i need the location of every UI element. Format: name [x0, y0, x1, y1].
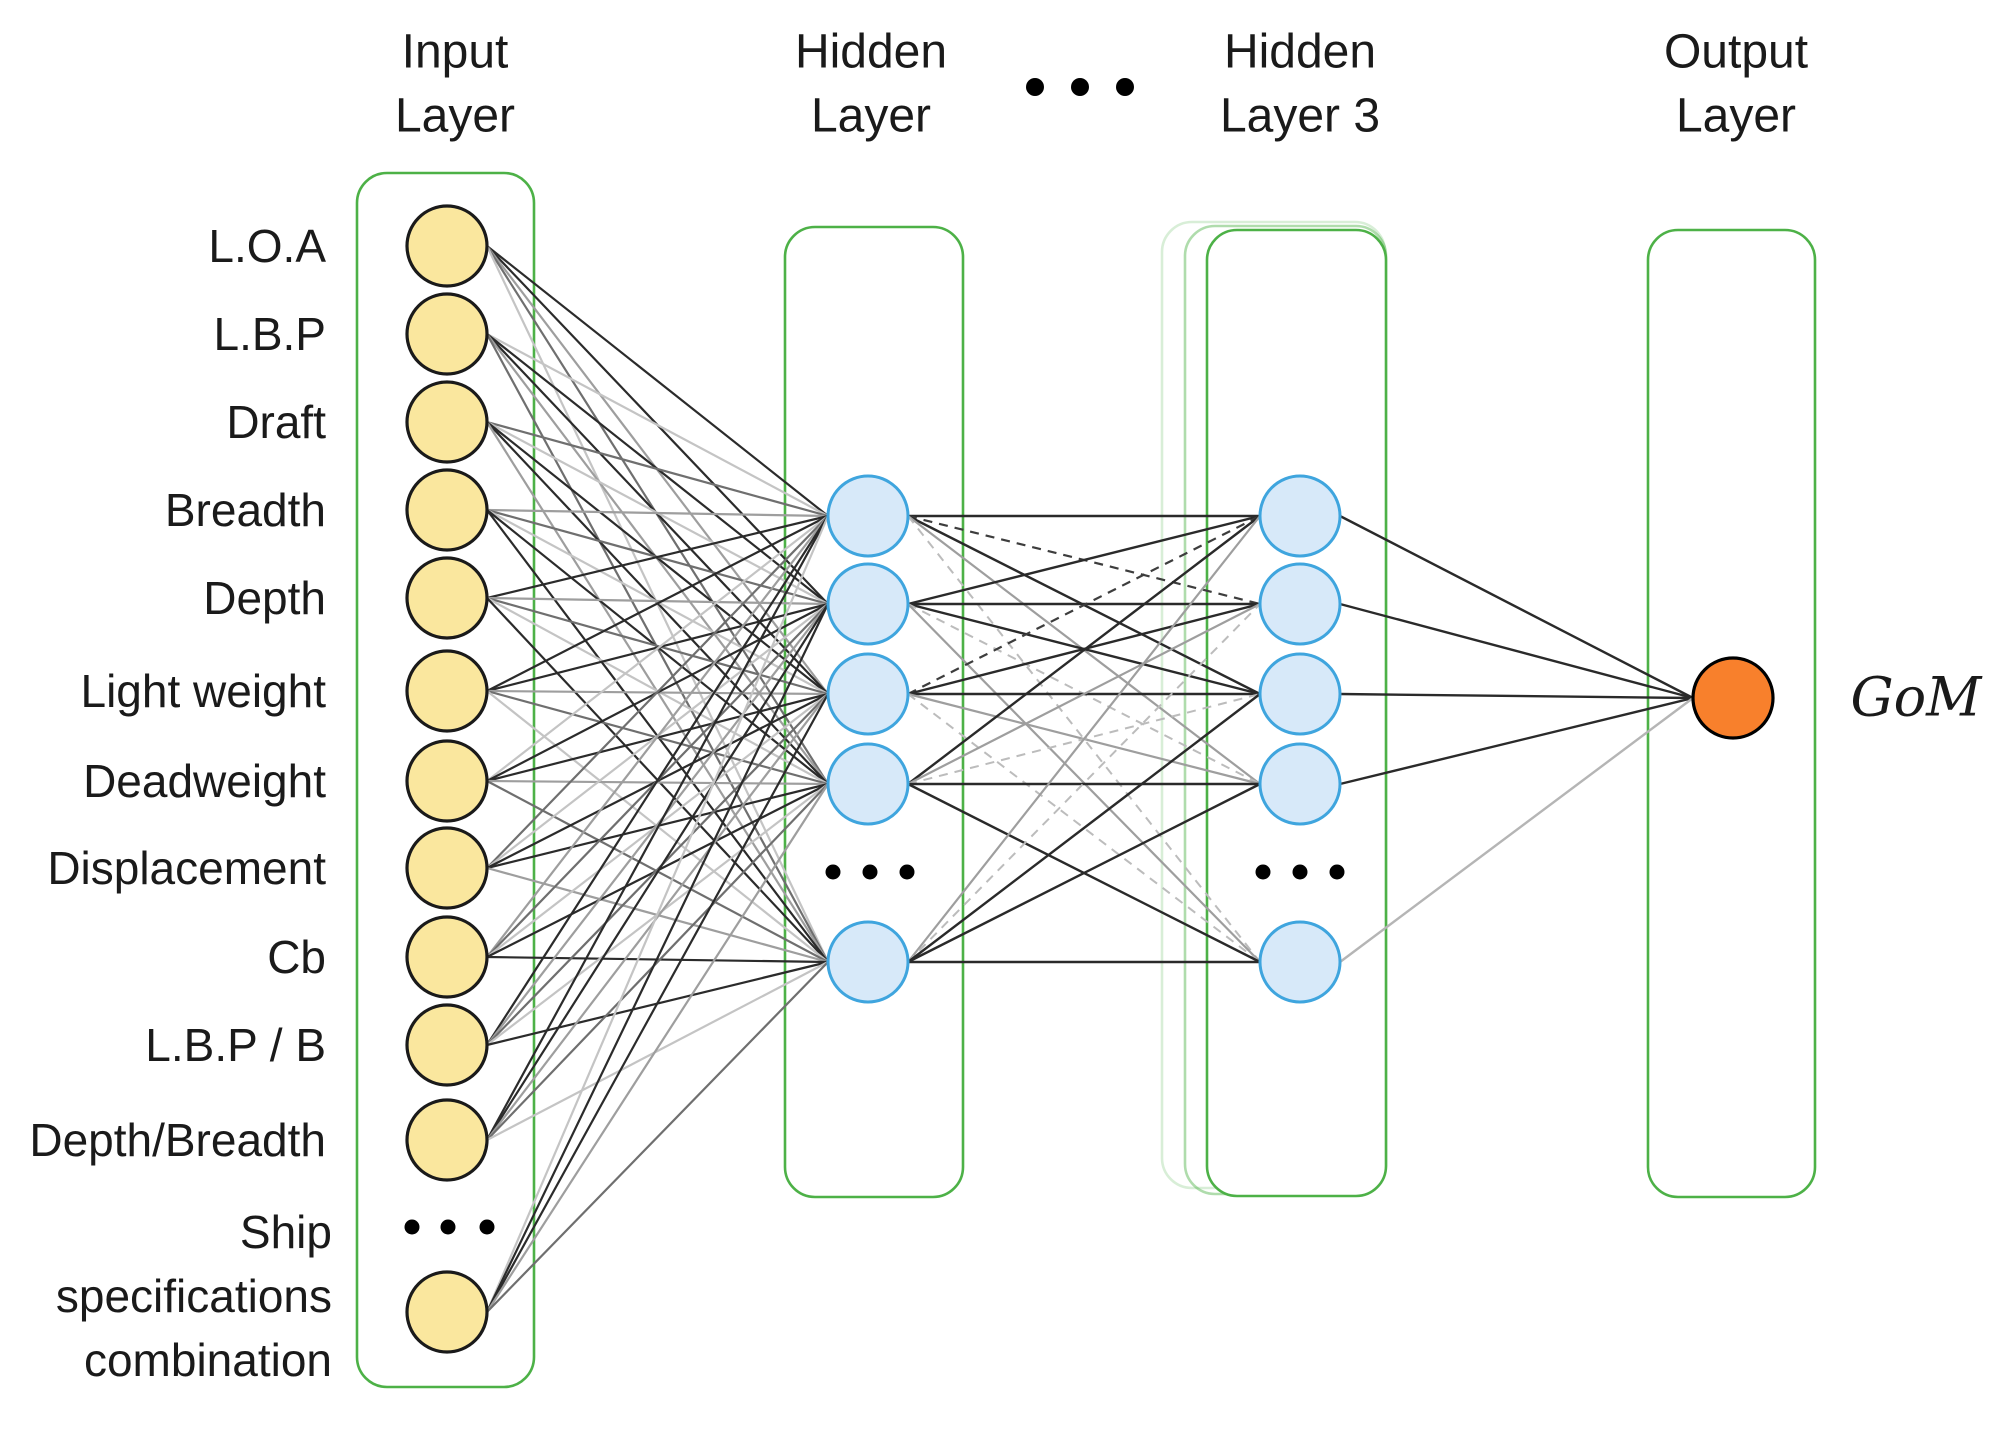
input-node: [405, 915, 489, 999]
input-to-hidden-line: [486, 603, 829, 1313]
layer-title-output: Output: [1664, 26, 1808, 79]
hidden1-ellipsis-dot: [862, 864, 878, 880]
hidden3-node: [1258, 562, 1342, 646]
hidden3-node: [1258, 474, 1342, 558]
input-node: [405, 739, 489, 823]
input-to-hidden-line: [486, 961, 829, 1141]
input-node: [405, 649, 489, 733]
input-to-hidden-line: [486, 245, 829, 517]
input-label: Deadweight: [83, 755, 326, 807]
hidden3-node: [1258, 920, 1342, 1004]
hidden1-node: [826, 652, 910, 736]
input-label: Cb: [267, 931, 326, 983]
hidden-layers-ellipsis-dot: [1026, 78, 1044, 96]
hidden-to-output-line: [1339, 692, 1694, 700]
input-ellipsis-dot: [479, 1219, 495, 1235]
input-node: [405, 292, 489, 376]
input-node: [405, 204, 489, 288]
input-label: L.B.P: [213, 308, 326, 360]
input-to-hidden-line: [486, 515, 829, 692]
input-to-hidden-line: [486, 515, 829, 869]
input-label: L.O.A: [208, 220, 326, 272]
hidden-to-hidden-line: [907, 603, 1261, 963]
hidden3-node: [1258, 652, 1342, 736]
input-node: [405, 1270, 489, 1354]
hidden1-node: [826, 562, 910, 646]
input-node: [405, 380, 489, 464]
hidden3-ellipsis-dot: [1329, 864, 1345, 880]
output-label-gom: GoM: [1851, 666, 1984, 729]
input-label: L.B.P / B: [145, 1019, 326, 1071]
input-label: Depth: [203, 572, 326, 624]
input-to-hidden-line: [486, 693, 829, 1046]
input-to-hidden-line: [486, 783, 829, 1313]
layer-title-hidden1: Hidden: [795, 26, 947, 79]
hidden1-ellipsis-dot: [825, 864, 841, 880]
input-node: [405, 1003, 489, 1087]
input-label-ship-specs-line: specifications: [56, 1270, 332, 1322]
hidden1-node: [826, 474, 910, 558]
hidden-layers-ellipsis-dot: [1116, 78, 1134, 96]
hidden-to-hidden-line: [907, 515, 1261, 785]
input-to-hidden-line: [486, 693, 829, 1313]
hidden-layers-ellipsis-dot: [1071, 78, 1089, 96]
hidden3-ellipsis-dot: [1292, 864, 1308, 880]
hidden-to-hidden-line: [907, 514, 1261, 606]
input-to-hidden-line: [486, 783, 829, 1141]
input-to-hidden-line: [486, 693, 829, 1141]
hidden-to-hidden-line: [907, 693, 1261, 963]
input-label-ship-specs-line: combination: [84, 1334, 332, 1386]
hidden1-node: [826, 742, 910, 826]
hidden-to-output-line: [1339, 602, 1694, 700]
output-node: [1691, 656, 1775, 740]
hidden3-node: [1258, 742, 1342, 826]
input-label: Draft: [226, 396, 326, 448]
hidden-to-output-line: [1339, 697, 1694, 963]
input-label: Light weight: [81, 665, 327, 717]
input-to-hidden-line: [486, 596, 829, 696]
input-node: [405, 1098, 489, 1182]
input-label: Depth/Breadth: [29, 1114, 326, 1166]
layer-title-output: Layer: [1676, 90, 1796, 143]
input-ellipsis-dot: [440, 1219, 456, 1235]
layer-title-input: Layer: [395, 90, 515, 143]
input-to-hidden-line: [486, 515, 829, 958]
layer-title-hidden3: Hidden: [1224, 26, 1376, 79]
input-to-hidden-line: [486, 333, 829, 517]
input-label: Displacement: [47, 842, 326, 894]
input-to-hidden-line: [486, 603, 829, 1046]
input-to-hidden-line: [486, 515, 829, 782]
input-label-ship-specs-line: Ship: [240, 1206, 332, 1258]
input-to-hidden-line: [486, 420, 829, 518]
layer-title-hidden1: Layer: [811, 90, 931, 143]
hidden-to-output-line: [1339, 696, 1694, 786]
hidden1-node: [826, 920, 910, 1004]
hidden1-ellipsis-dot: [899, 864, 915, 880]
hidden-to-hidden-line: [907, 693, 1261, 963]
input-node: [405, 468, 489, 552]
input-to-hidden-line: [486, 514, 829, 600]
input-to-hidden-line: [486, 603, 829, 1141]
input-to-hidden-line: [486, 515, 829, 1046]
hidden-to-hidden-line: [907, 603, 1261, 785]
hidden-to-hidden-line: [907, 515, 1261, 963]
input-to-hidden-line: [486, 961, 829, 1313]
hidden-to-hidden-line: [907, 782, 1261, 964]
input-to-hidden-line: [486, 508, 829, 518]
input-node: [405, 826, 489, 910]
hidden-to-output-line: [1339, 514, 1694, 700]
input-to-hidden-line: [486, 515, 829, 1141]
hidden3-ellipsis-dot: [1255, 864, 1271, 880]
hidden-to-hidden-line: [907, 515, 1261, 695]
input-ellipsis-dot: [404, 1219, 420, 1235]
input-label: Breadth: [165, 484, 326, 536]
layer-title-hidden3: Layer 3: [1220, 90, 1380, 143]
input-node: [405, 556, 489, 640]
layer-title-input: Input: [402, 26, 509, 79]
input-to-hidden-line: [485, 515, 830, 1313]
